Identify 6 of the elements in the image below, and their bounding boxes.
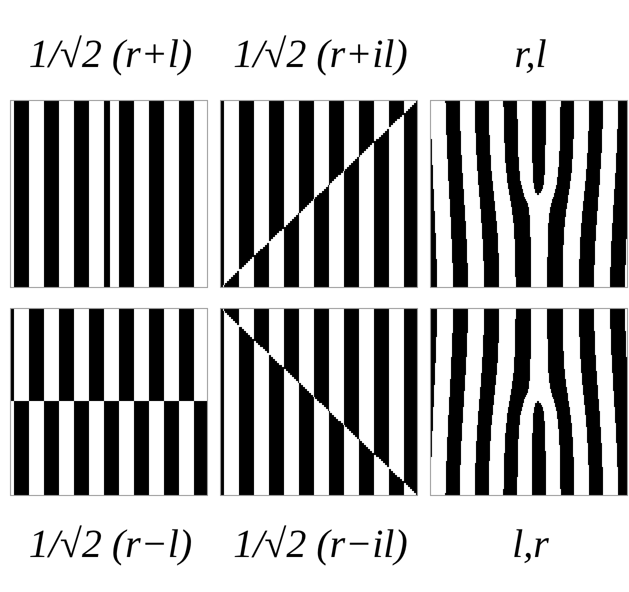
math-label: 1/√2 (r−l): [28, 520, 194, 568]
math-label: l,r: [511, 520, 550, 568]
math-label: 1/√2 (r−il): [232, 520, 409, 568]
math-label: 1/√2 (r+l): [28, 30, 194, 78]
math-label: r,l: [513, 30, 548, 78]
math-label: 1/√2 (r+il): [232, 30, 409, 78]
